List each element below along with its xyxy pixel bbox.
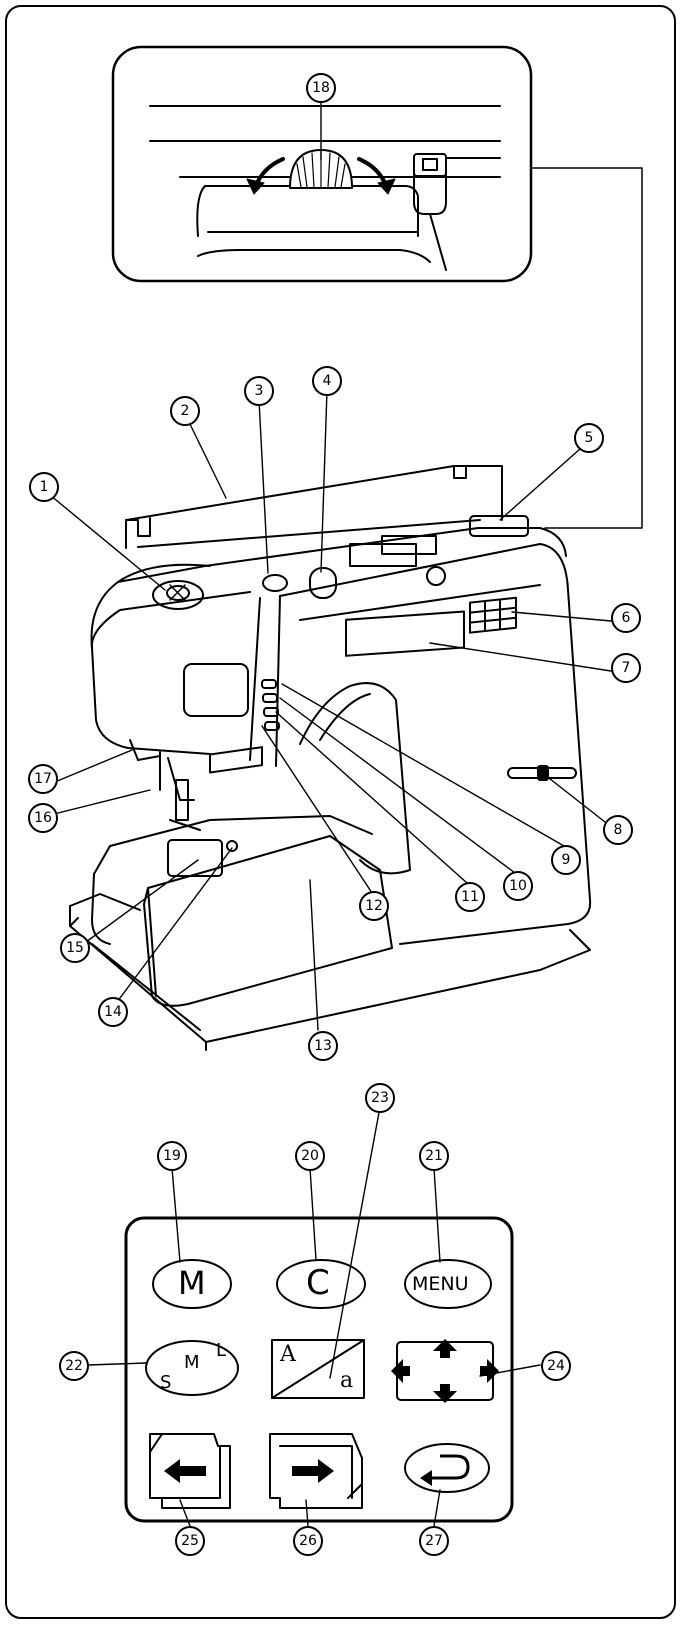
callout-24: 24 [541, 1351, 571, 1381]
callout-26: 26 [293, 1526, 323, 1556]
lowercase-a-label: a [340, 1368, 353, 1393]
callout-1: 1 [29, 472, 59, 502]
callout-7: 7 [611, 653, 641, 683]
callout-5: 5 [574, 423, 604, 453]
callout-8: 8 [603, 815, 633, 845]
callout-3: 3 [244, 376, 274, 406]
size-s-label: S [160, 1372, 171, 1393]
return-arrow-icon [430, 1456, 468, 1478]
callout-20: 20 [295, 1141, 325, 1171]
callout-16: 16 [28, 803, 58, 833]
memory-button-label: M [178, 1264, 206, 1302]
menu-button-label: MENU [412, 1273, 469, 1295]
callout-19: 19 [157, 1141, 187, 1171]
arrow-right-icon [480, 1359, 499, 1383]
uppercase-a-label: A [280, 1342, 296, 1367]
size-m-label: M [184, 1352, 200, 1373]
clear-button-label: C [306, 1263, 330, 1303]
callout-15: 15 [60, 933, 90, 963]
callout-4: 4 [312, 366, 342, 396]
callout-10: 10 [503, 871, 533, 901]
callout-12: 12 [359, 891, 389, 921]
callout-11: 11 [455, 882, 485, 912]
callout-13: 13 [308, 1031, 338, 1061]
prev-page-arrow-icon [164, 1459, 206, 1483]
callout-14: 14 [98, 997, 128, 1027]
callout-18: 18 [306, 73, 336, 103]
callout-6: 6 [611, 603, 641, 633]
callout-2: 2 [170, 396, 200, 426]
callout-17: 17 [28, 764, 58, 794]
sewing-machine [70, 466, 590, 1050]
arrow-left-icon [391, 1359, 410, 1383]
callout-25: 25 [175, 1526, 205, 1556]
callout-27: 27 [419, 1526, 449, 1556]
callout-21: 21 [419, 1141, 449, 1171]
callout-23: 23 [365, 1083, 395, 1113]
next-page-arrow-icon [292, 1459, 334, 1483]
callout-9: 9 [551, 845, 581, 875]
size-l-label: L [216, 1340, 226, 1361]
callout-22: 22 [59, 1351, 89, 1381]
